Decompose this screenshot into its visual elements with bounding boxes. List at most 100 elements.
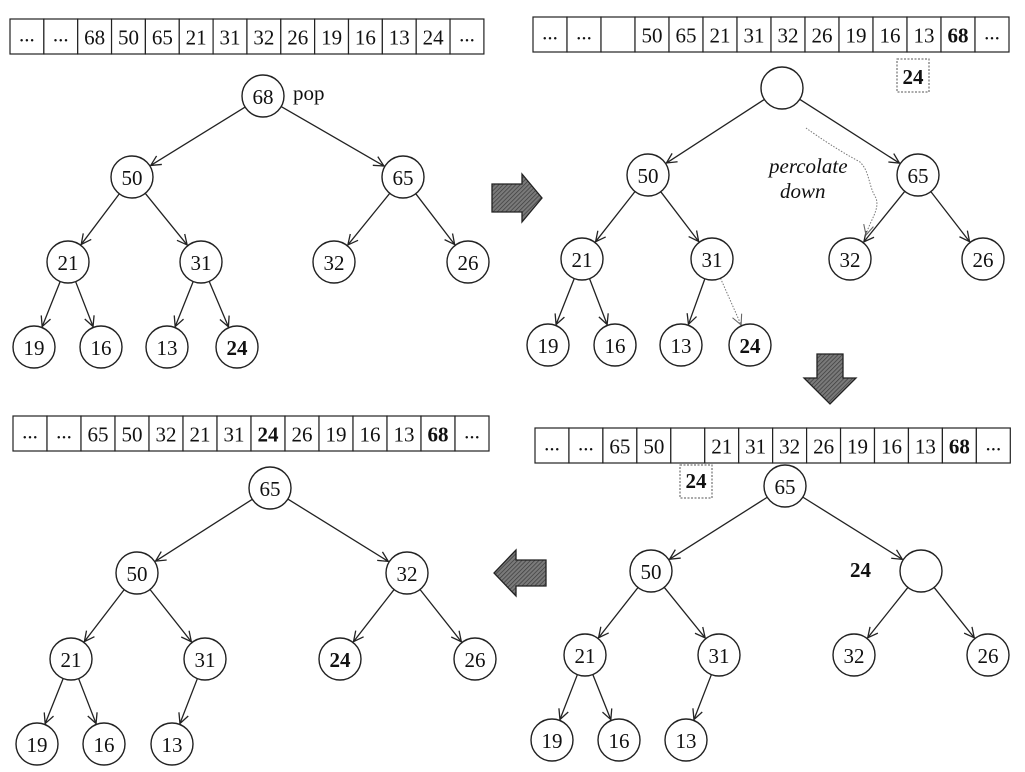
array-cell xyxy=(839,427,876,464)
node-value: 21 xyxy=(572,248,593,272)
array-cell-value: 68 xyxy=(948,24,969,48)
node-circle xyxy=(381,155,425,199)
array-cell-value: 16 xyxy=(360,423,381,447)
array-cell-value: ... xyxy=(53,23,69,47)
array-cell xyxy=(838,16,874,53)
tree-node: 24 xyxy=(318,637,362,681)
tree-edge xyxy=(348,192,391,245)
tree-node: 32 xyxy=(312,240,356,284)
tree-node: 19 xyxy=(526,323,570,367)
tree-node: 26 xyxy=(446,240,490,284)
array-cell-value: 50 xyxy=(122,423,143,447)
array-cell-value: 21 xyxy=(711,435,732,459)
tree-edge xyxy=(802,496,903,559)
node-circle xyxy=(145,325,189,369)
node-circle xyxy=(150,722,194,766)
array-cell xyxy=(318,415,354,452)
array-cell-value: 32 xyxy=(779,435,800,459)
node-value: 19 xyxy=(538,334,559,358)
array-cell-value: 50 xyxy=(643,435,664,459)
node-value: 21 xyxy=(575,644,596,668)
node-value: 13 xyxy=(671,334,692,358)
array-cell-value: ... xyxy=(19,23,35,47)
tree-node: 26 xyxy=(453,637,497,681)
next-step-arrow-left xyxy=(493,548,547,598)
tree-edge xyxy=(280,105,384,166)
array-cell-value: 68 xyxy=(428,423,449,447)
tree-node: 32 xyxy=(385,551,429,595)
tree-edges-p3 xyxy=(560,496,974,719)
node-value: 32 xyxy=(397,562,418,586)
node-circle xyxy=(597,718,641,762)
array-cell-value: 68 xyxy=(949,435,970,459)
array-cell-value: 50 xyxy=(118,26,139,50)
tree-node: 65 xyxy=(381,155,425,199)
array-cell-value: ... xyxy=(459,23,475,47)
node-value: 13 xyxy=(162,733,183,757)
tree-node: 24 xyxy=(728,323,772,367)
tree-node: 21 xyxy=(46,240,90,284)
array-cell-value: 26 xyxy=(813,435,834,459)
array-cell xyxy=(182,415,218,452)
array-cell-value: 21 xyxy=(710,24,731,48)
tree-edge xyxy=(45,678,64,723)
tree-edge xyxy=(74,281,93,327)
array-cell-value: 21 xyxy=(190,423,211,447)
array-cell xyxy=(600,16,636,53)
array-cell-value: ... xyxy=(542,21,558,45)
array-cell-value: 32 xyxy=(156,423,177,447)
tree-edge xyxy=(144,192,187,245)
node-value: 50 xyxy=(127,562,148,586)
next-step-arrow-down xyxy=(802,353,858,405)
node-circle xyxy=(697,633,741,677)
tree-edge xyxy=(151,106,246,165)
array-cell xyxy=(420,415,456,452)
tree-edge xyxy=(81,193,120,245)
array-cell-value: ... xyxy=(56,420,72,444)
array-cell-value: ... xyxy=(578,432,594,456)
tree-edge xyxy=(77,678,96,724)
floating-value-box: 24 xyxy=(896,58,930,93)
node-value: 68 xyxy=(253,85,274,109)
pop-label: pop xyxy=(293,81,325,105)
tree-edge xyxy=(660,191,699,242)
array-cell-value: 65 xyxy=(609,435,630,459)
node-circle xyxy=(15,722,59,766)
floating-value-box: 24 xyxy=(679,464,713,499)
tree-edge xyxy=(670,496,768,559)
array-cell-value: 19 xyxy=(321,26,342,50)
node-value: 16 xyxy=(91,336,112,360)
array-cell xyxy=(246,18,282,55)
node-value: 31 xyxy=(191,251,212,275)
node-circle xyxy=(526,323,570,367)
node-circle xyxy=(760,66,804,110)
tree-node: 13 xyxy=(659,323,703,367)
tree-node: 31 xyxy=(183,637,227,681)
floating-value: 24 xyxy=(686,469,708,493)
array-cell-value: 31 xyxy=(220,26,241,50)
tree-node: 13 xyxy=(150,722,194,766)
array-cell-value: 19 xyxy=(846,24,867,48)
node-value: 65 xyxy=(908,164,929,188)
node-value: 21 xyxy=(61,648,82,672)
tree-node: 21 xyxy=(563,633,607,677)
node-circle xyxy=(659,323,703,367)
node-circle xyxy=(832,633,876,677)
node-circle xyxy=(728,323,772,367)
array-cell xyxy=(454,415,490,452)
array-cell-value: 32 xyxy=(253,26,274,50)
array-cell-value: 26 xyxy=(287,26,308,50)
array-cell-value: 31 xyxy=(744,24,765,48)
array-cell xyxy=(216,415,252,452)
node-value: 32 xyxy=(840,248,861,272)
array-cell-value: 65 xyxy=(676,24,697,48)
node-circle xyxy=(530,718,574,762)
array-cell xyxy=(906,16,942,53)
next-step-arrow-right xyxy=(491,172,543,224)
tree-edge xyxy=(663,586,705,638)
tree-edge xyxy=(419,589,461,641)
node-value: 21 xyxy=(58,251,79,275)
node-value: 19 xyxy=(24,336,45,360)
node-value: 13 xyxy=(676,729,697,753)
